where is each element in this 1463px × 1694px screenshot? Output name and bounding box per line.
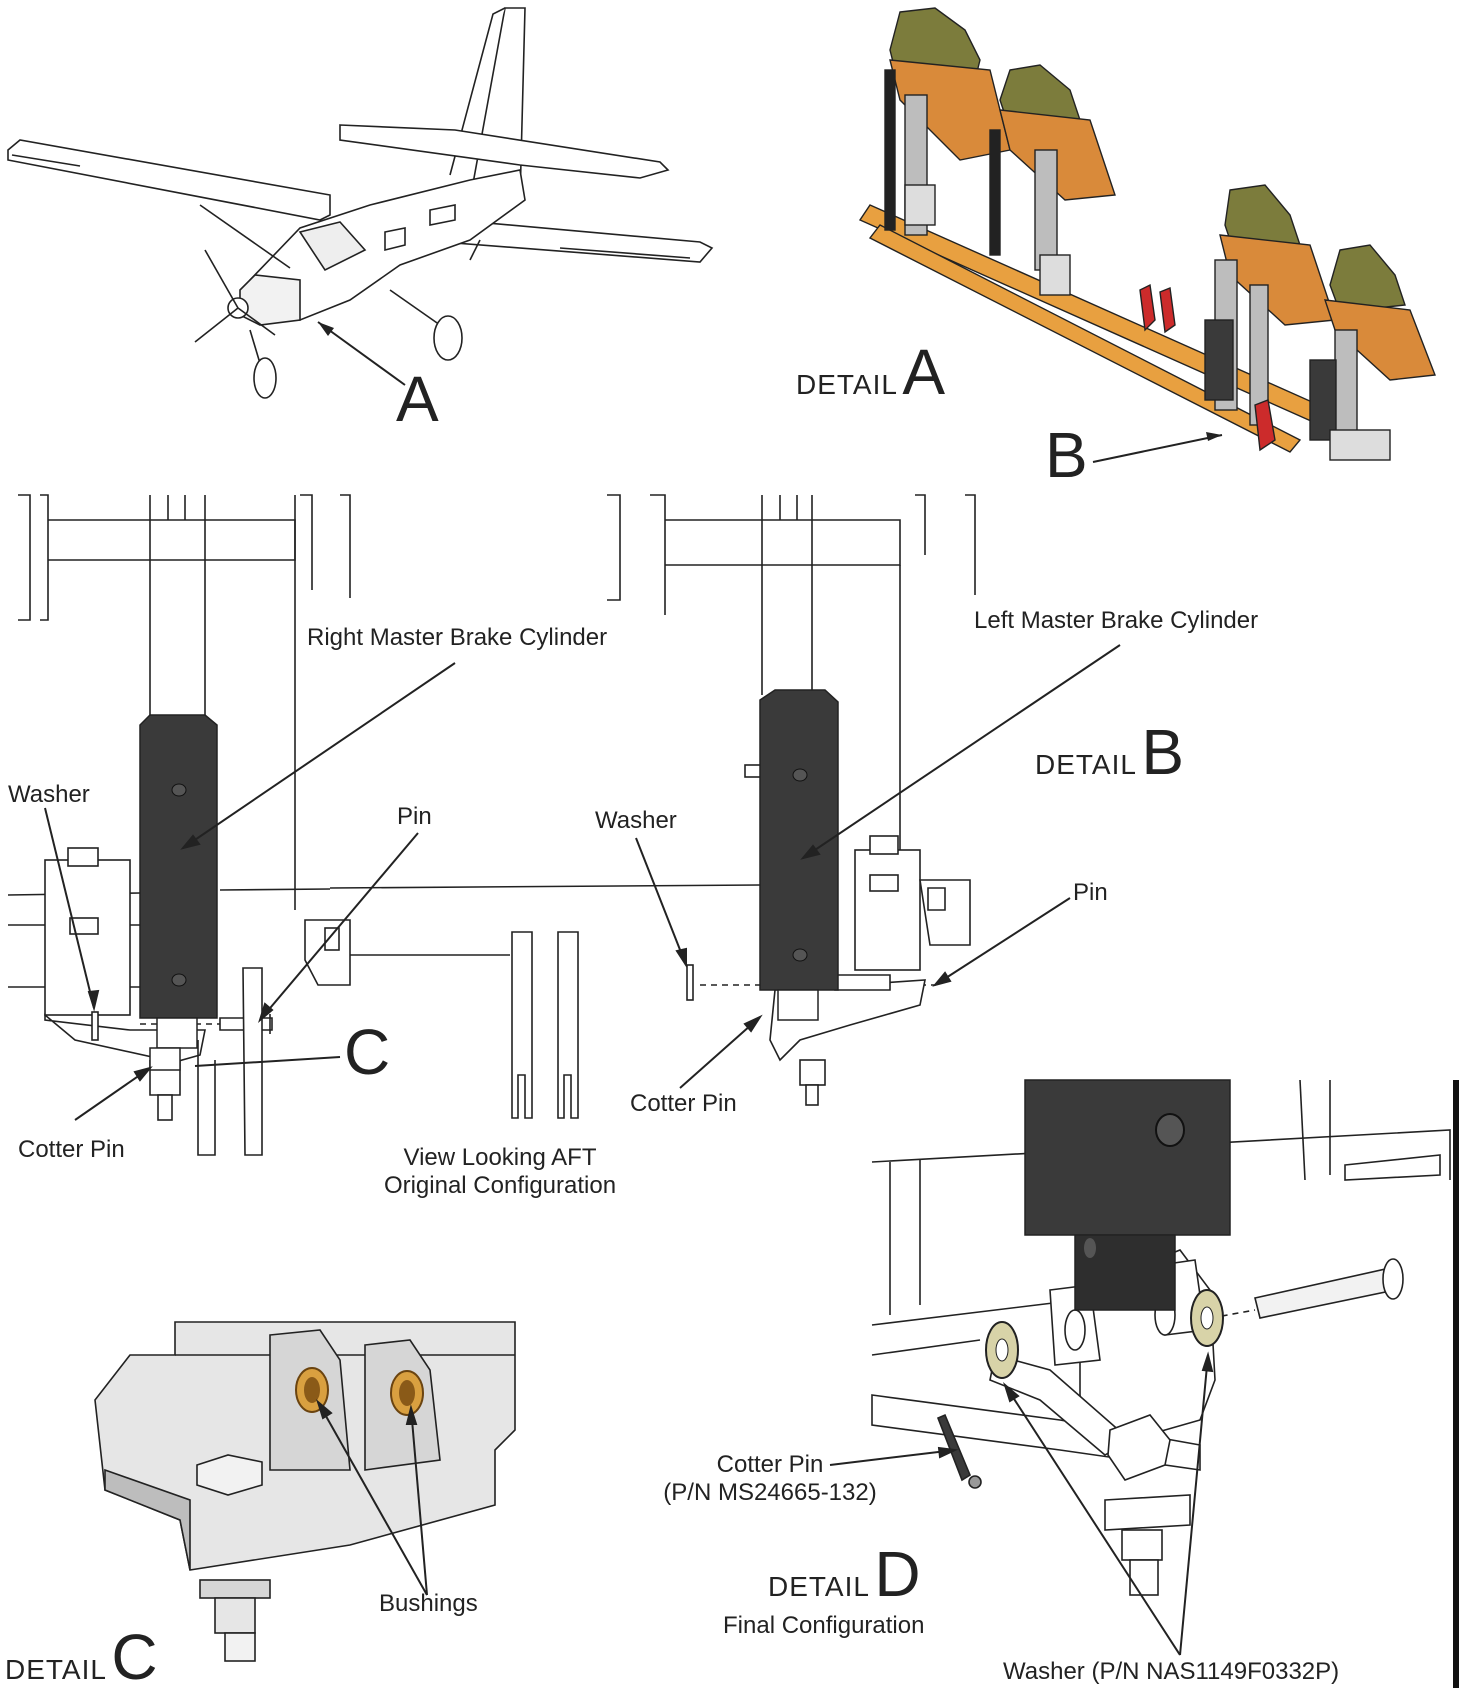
detail-d-word: DETAIL bbox=[768, 1571, 870, 1602]
washer-left-bore bbox=[995, 1338, 1009, 1362]
cylinder-hole-icon bbox=[171, 783, 187, 797]
view-caption: View Looking AFT Original Configuration bbox=[365, 1144, 635, 1200]
washer-right-bore bbox=[1200, 1306, 1214, 1330]
detail-a-leader-arrow bbox=[1206, 432, 1222, 441]
detail-b-left-leaders bbox=[44, 662, 456, 1121]
left-cylinder-label: Left Master Brake Cylinder bbox=[974, 607, 1259, 634]
detail-b-right-drawing bbox=[329, 494, 976, 1106]
detail-c-letter: C bbox=[111, 1621, 158, 1693]
detail-d-subtitle: Final Configuration bbox=[723, 1612, 925, 1639]
pedal-assembly-drawing bbox=[858, 7, 1436, 461]
pin-right-label: Pin bbox=[1073, 879, 1108, 906]
washer-right-label: Washer bbox=[595, 807, 677, 834]
cylinder-hole-icon bbox=[792, 768, 808, 782]
bushings-label: Bushings bbox=[379, 1590, 478, 1617]
right-cylinder-label: Right Master Brake Cylinder bbox=[307, 624, 608, 651]
cotter-pin-d-label: Cotter Pin (P/N MS24665-132) bbox=[650, 1451, 890, 1507]
detail-a-callout-b: B bbox=[1045, 419, 1088, 491]
right-master-brake-cylinder bbox=[139, 714, 218, 1019]
cotter-pin-d-line2: (P/N MS24665-132) bbox=[663, 1479, 877, 1506]
view-caption-line2: Original Configuration bbox=[383, 1172, 617, 1199]
aircraft-leader-arrow bbox=[318, 322, 334, 336]
detail-b-callout-c: C bbox=[344, 1016, 391, 1088]
detail-c-title: DETAIL C bbox=[5, 1620, 158, 1694]
detail-b-left-drawing bbox=[7, 494, 510, 1156]
detail-d-letter: D bbox=[874, 1538, 921, 1610]
detail-d-title: DETAIL D bbox=[768, 1537, 921, 1611]
aircraft-callout-a: A bbox=[396, 363, 439, 435]
cylinder-hole-icon bbox=[792, 948, 808, 962]
cotter-pin-right-label: Cotter Pin bbox=[630, 1090, 737, 1117]
detail-b-right-leaders bbox=[635, 644, 1121, 1089]
washer-left-label: Washer bbox=[8, 781, 90, 808]
bushing-left-bore bbox=[304, 1377, 320, 1403]
aircraft-drawing bbox=[7, 7, 714, 399]
detail-a-title: DETAIL A bbox=[796, 335, 945, 409]
detail-c-word: DETAIL bbox=[5, 1654, 107, 1685]
view-caption-line1: View Looking AFT bbox=[403, 1144, 597, 1171]
detail-d-cylinder bbox=[1024, 1079, 1231, 1236]
detail-b-word: DETAIL bbox=[1035, 749, 1137, 780]
cylinder-rod bbox=[777, 989, 819, 1021]
detail-b-letter: B bbox=[1141, 716, 1185, 788]
detail-b-title: DETAIL B bbox=[1035, 715, 1184, 789]
cylinder-hole-icon bbox=[171, 973, 187, 987]
cotter-pin-d-line1: Cotter Pin bbox=[716, 1451, 824, 1478]
detail-d-drawing bbox=[871, 1079, 1459, 1688]
detail-a-leader-line bbox=[1092, 434, 1223, 463]
pin-left-label: Pin bbox=[397, 803, 432, 830]
washer-d-label: Washer (P/N NAS1149F0332P) bbox=[1003, 1658, 1340, 1685]
bushing-right-bore bbox=[399, 1380, 415, 1406]
detail-a-letter: A bbox=[902, 336, 946, 408]
pedal-arms-drawing bbox=[511, 931, 579, 1119]
cylinder-hole-icon bbox=[1155, 1113, 1185, 1147]
left-master-brake-cylinder bbox=[759, 689, 839, 991]
cylinder-nut bbox=[149, 1047, 181, 1071]
cylinder-hole-icon bbox=[1084, 1238, 1096, 1258]
detail-c-leaders bbox=[316, 1399, 428, 1596]
cotter-pin-left-label: Cotter Pin bbox=[18, 1136, 125, 1163]
aircraft-leader-line bbox=[317, 321, 406, 386]
detail-a-word: DETAIL bbox=[796, 369, 898, 400]
detail-d-leaders bbox=[829, 1351, 1214, 1656]
cylinder-rod bbox=[156, 1017, 198, 1049]
